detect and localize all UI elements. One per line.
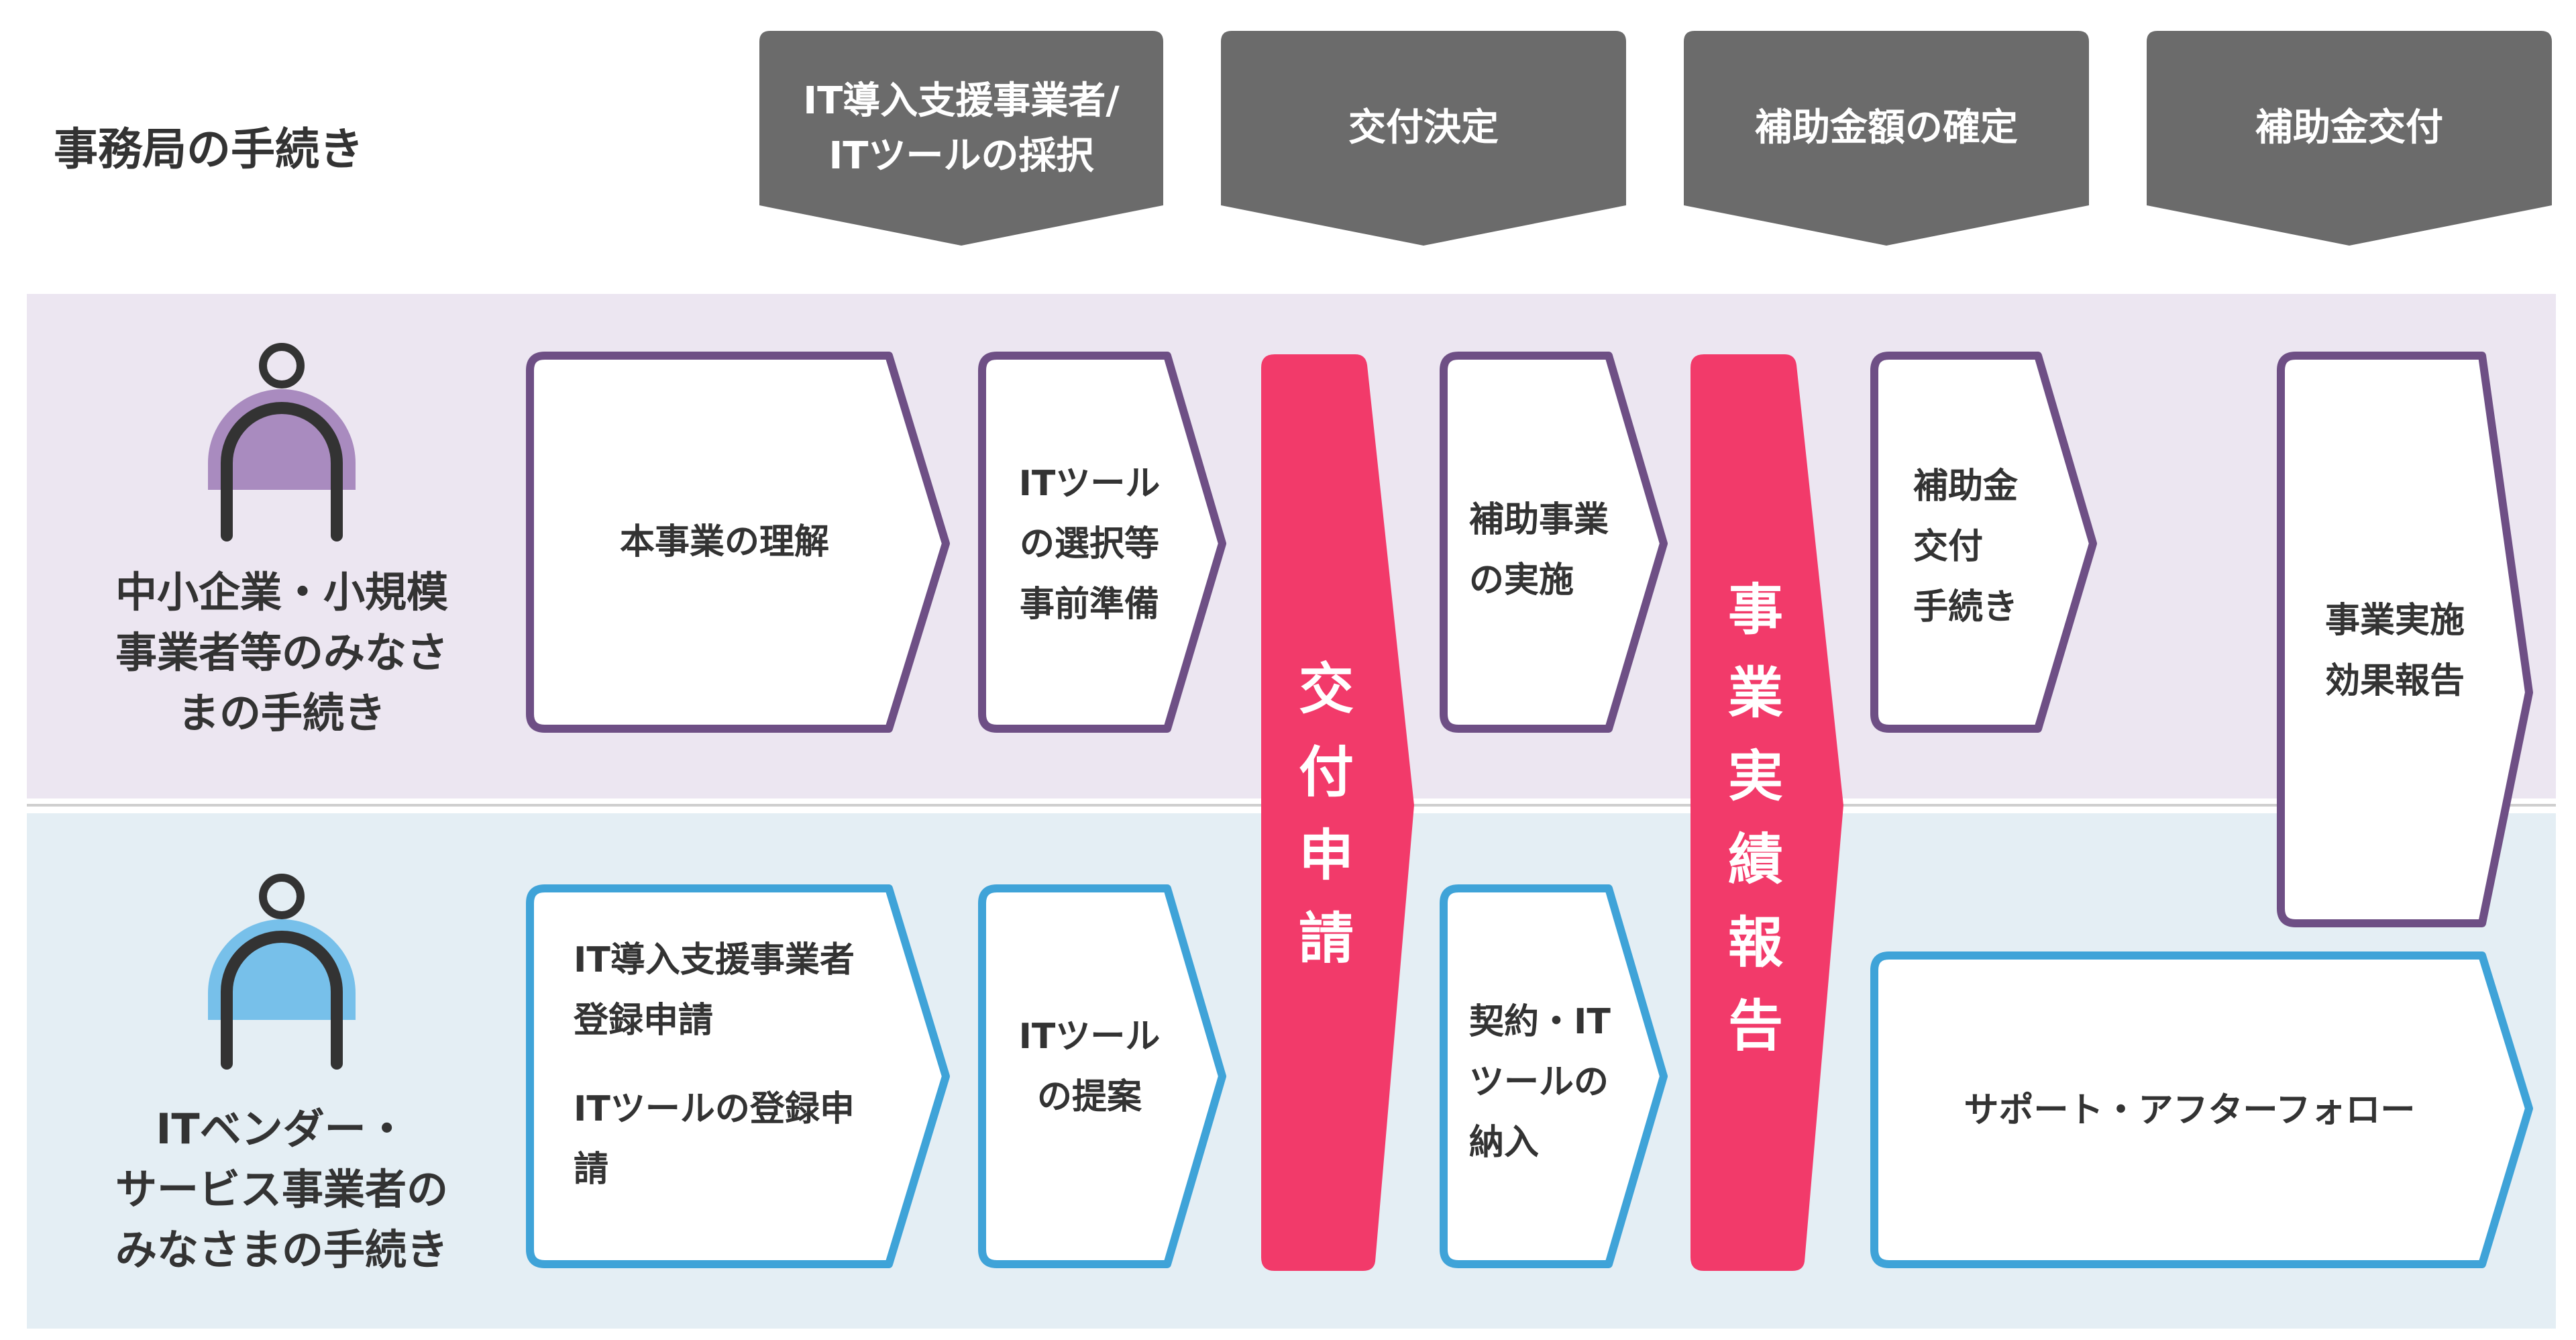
vendor-actor-label: ITベンダー・ サービス事業者の みなさまの手続き <box>115 1104 448 1274</box>
arrow-register <box>526 884 950 1268</box>
stage-chevron-amount-confirm <box>1684 31 2089 246</box>
arrow-implement <box>1440 352 1668 733</box>
stage-label-grant-payment: 補助金交付 <box>2255 106 2443 150</box>
vendor-person-icon <box>208 874 356 1070</box>
step-implement-label: 補助事業 の実施 <box>1469 500 1609 601</box>
arrow-apply <box>1261 354 1414 1271</box>
stage-chevron-grant-decision <box>1221 31 1626 246</box>
step-prep-label: ITツール の選択等 事前準備 <box>1018 464 1161 625</box>
arrow-results <box>1690 354 1843 1271</box>
step-understand-label: 本事業の理解 <box>619 522 829 562</box>
step-results-label: 事 業 実 績 報 告 <box>1727 578 1783 1058</box>
office-procedure-label: 事務局の手続き <box>54 123 364 175</box>
step-grant-proc-label: 補助金 交付 手続き <box>1913 466 2019 627</box>
arrow-proposal <box>978 884 1226 1268</box>
step-proposal-label: ITツール の提案 <box>1018 1017 1161 1117</box>
arrow-prep <box>978 352 1226 733</box>
stage-chevron-grant-payment <box>2147 31 2552 246</box>
arrow-contract <box>1440 884 1668 1268</box>
arrow-grant-proc <box>1870 352 2097 733</box>
arrow-effect-report <box>2277 352 2533 927</box>
arrow-support <box>1870 951 2533 1268</box>
step-register-label-1: IT導入支援事業者 登録申請 <box>574 940 855 1041</box>
arrow-understand <box>526 352 950 733</box>
step-effect-report-label: 事業実施 効果報告 <box>2324 601 2465 701</box>
step-contract-label: 契約・IT ツールの 納入 <box>1469 1002 1611 1163</box>
sme-person-icon <box>208 343 356 542</box>
step-support-label: サポート・アフターフォロー <box>1964 1090 2416 1131</box>
stage-label-selection: IT導入支援事業者/ ITツールの採択 <box>803 79 1120 178</box>
step-register-label-2: ITツールの登録申 請 <box>574 1089 855 1190</box>
sme-actor-label: 中小企業・小規模 事業者等のみなさ まの手続き <box>115 568 448 737</box>
stage-label-amount-confirm: 補助金額の確定 <box>1755 106 2018 150</box>
stage-label-grant-decision: 交付決定 <box>1348 106 1499 150</box>
stage-chevron-selection <box>759 31 1163 246</box>
step-apply-label: 交 付 申 請 <box>1298 658 1354 971</box>
